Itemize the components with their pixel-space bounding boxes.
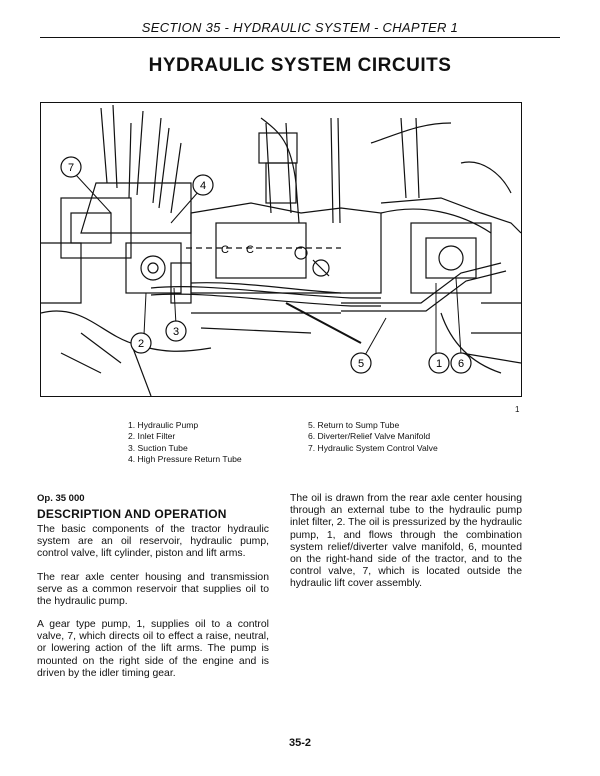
legend-item: 2. Inlet Filter [128,431,176,442]
svg-text:3: 3 [173,326,179,338]
legend-item: 7. Hydraulic System Control Valve [308,442,438,453]
page-number: 35-2 [288,737,312,749]
svg-text:4: 4 [200,180,206,192]
svg-text:2: 2 [138,338,144,350]
figure-number: 1 [515,405,520,414]
paragraph: The rear axle center housing and transmi… [37,572,269,608]
svg-text:7: 7 [68,162,74,174]
label-c-left: C [221,244,229,256]
svg-text:5: 5 [358,358,364,370]
callout-4: 4 [192,174,214,196]
paragraph: A gear type pump, 1, supplies oil to a c… [37,619,269,679]
hydraulic-circuit-figure: 7 4 2 3 5 1 6 C C [40,102,522,397]
legend-item: 1. Hydraulic Pump [128,420,199,430]
callout-5: 5 [350,352,372,374]
svg-text:1: 1 [436,358,442,370]
svg-text:6: 6 [458,358,464,370]
callout-leaders [75,174,462,358]
label-c-right: C [246,244,254,256]
callout-7: 7 [60,156,82,178]
section-header: SECTION 35 - HYDRAULIC SYSTEM - CHAPTER … [141,20,459,35]
op-code: Op. 35 000 [37,493,85,504]
legend-item: 4. High Pressure Return Tube [128,454,242,465]
legend-item: 5. Return to Sump Tube [308,420,400,430]
paragraph: The oil is drawn from the rear axle cent… [290,493,522,590]
section-title: DESCRIPTION AND OPERATION [37,507,227,521]
page-title: HYDRAULIC SYSTEM CIRCUITS [148,55,452,76]
header-rule [40,37,560,38]
legend-right: 5. Return to Sump Tube 6. Diverter/Relie… [308,420,438,454]
callout-6: 6 [450,352,472,374]
legend-left: 1. Hydraulic Pump 2. Inlet Filter 3. Suc… [128,420,242,466]
legend-item: 6. Diverter/Relief Valve Manifold [308,431,431,442]
paragraph: The basic components of the tractor hydr… [37,524,269,560]
callout-2: 2 [130,332,152,354]
callout-1: 1 [428,352,450,374]
callout-3: 3 [165,320,187,342]
legend-item: 3. Suction Tube [128,442,188,453]
tractor-hydraulic-illustration: 7 4 2 3 5 1 6 C C [41,104,521,396]
illustration-linework [41,104,521,396]
